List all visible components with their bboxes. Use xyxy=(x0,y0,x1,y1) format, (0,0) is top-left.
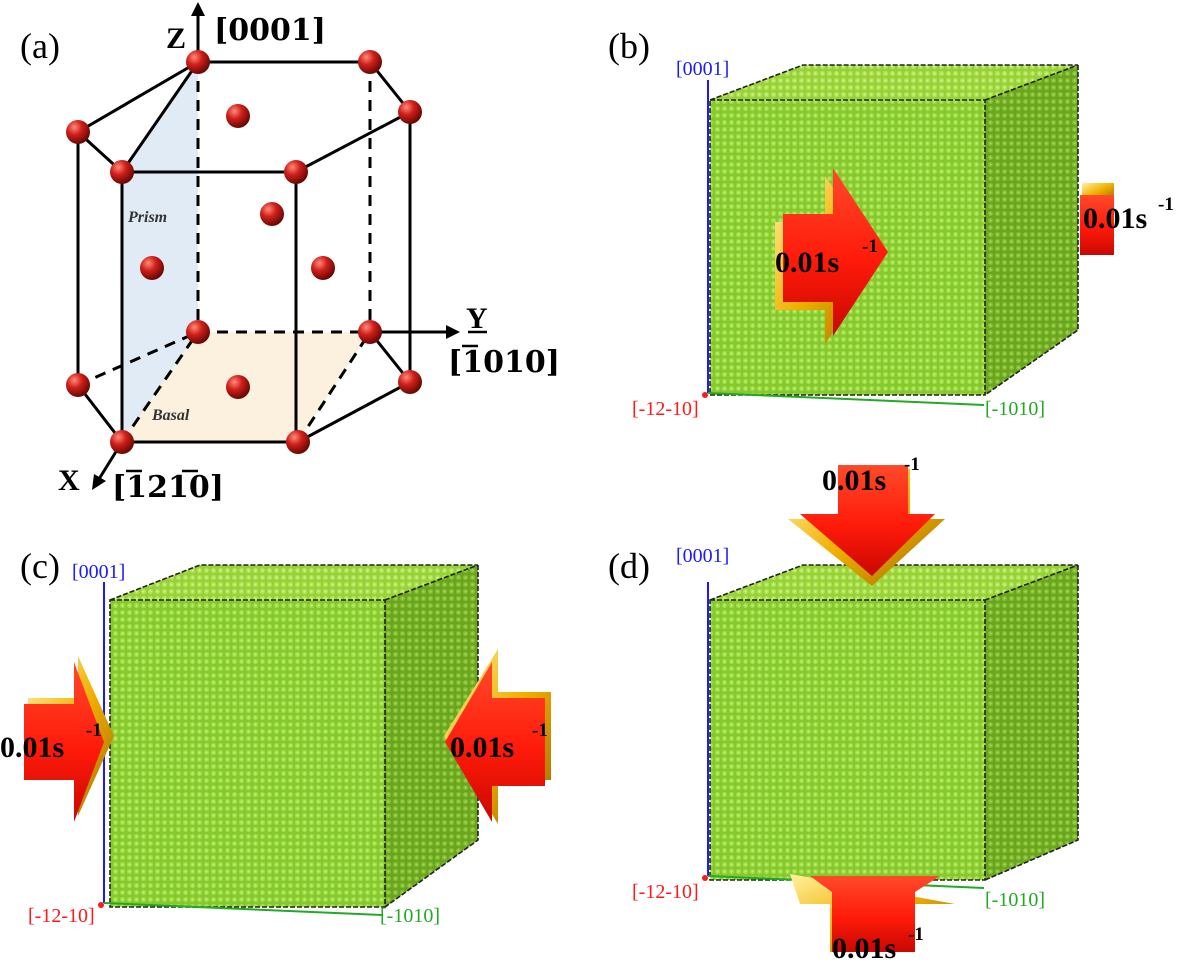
atom xyxy=(260,202,284,226)
atom xyxy=(186,50,210,74)
strain-arrow-right-c xyxy=(444,649,551,824)
panel-label-c: (c) xyxy=(20,546,60,586)
cube-side-face xyxy=(985,565,1078,880)
strain-arrow-right-b xyxy=(1080,183,1114,255)
panel-d-simulation-box: [0001] [-12-10] [-1010] 0.01s -1 0.01s -… xyxy=(632,454,1079,965)
z-axis-label: Z xyxy=(166,22,186,55)
atom xyxy=(358,320,382,344)
panel-c-simulation-box: [0001] [-12-10] [-1010] 0.01s -1 0.01s -… xyxy=(0,561,551,927)
dir-label-12-10: [-12-10] xyxy=(632,398,699,420)
strain-rate-c1-exp: -1 xyxy=(86,720,102,741)
strain-arrow-left-b xyxy=(775,168,888,344)
strain-rate-c2-exp: -1 xyxy=(532,720,548,741)
atom xyxy=(358,50,382,74)
panel-label-a: (a) xyxy=(20,26,60,66)
atom xyxy=(66,120,90,144)
x-axis-arrowhead xyxy=(92,474,106,490)
dir-label-0001: [0001] xyxy=(676,58,729,80)
strain-rate-d2: 0.01s xyxy=(832,932,896,965)
cube-side-face xyxy=(385,565,478,907)
strain-rate-b2: 0.01s xyxy=(1083,202,1147,235)
hcp-unit-cell: Prism Basal Z [0001] Y [1010] X [1210] xyxy=(58,2,560,505)
dir-label-1010: [-1010] xyxy=(985,889,1045,911)
x-direction-label: [1210] xyxy=(112,470,224,505)
y-axis-label: Y xyxy=(466,302,488,335)
cube-front-face xyxy=(110,600,385,907)
atom xyxy=(110,430,134,454)
prism-label: Prism xyxy=(127,209,167,226)
atom xyxy=(140,256,164,280)
x-axis-label: X xyxy=(58,464,80,497)
strain-rate-b2-exp: -1 xyxy=(1158,194,1174,215)
y-direction-label: [1010] xyxy=(448,345,560,380)
dir-label-1010: [-1010] xyxy=(985,398,1045,420)
y-axis-arrowhead xyxy=(446,325,460,339)
strain-rate-d1: 0.01s xyxy=(822,464,886,497)
strain-rate-c2: 0.01s xyxy=(450,731,514,764)
atom xyxy=(286,430,310,454)
dir-label-12-10: [-12-10] xyxy=(632,881,699,903)
panel-label-d: (d) xyxy=(608,546,650,586)
atom xyxy=(398,100,422,124)
atom xyxy=(186,320,210,344)
strain-rate-b1-exp: -1 xyxy=(862,236,878,257)
prism-plane xyxy=(122,62,198,442)
panel-b-simulation-box: [0001] [-12-10] [-1010] 0.01s -1 0.01s -… xyxy=(632,58,1174,420)
strain-arrow-left-c xyxy=(24,656,114,822)
strain-rate-d2-exp: -1 xyxy=(908,924,924,945)
strain-arrow-bottom-d xyxy=(790,874,955,952)
cube-top-face xyxy=(710,65,1078,100)
z-direction-label: [0001] xyxy=(214,13,326,48)
atom xyxy=(398,370,422,394)
atom xyxy=(284,160,308,184)
cube-top-face xyxy=(110,565,478,600)
atom xyxy=(226,375,250,399)
axis-1010 xyxy=(707,392,985,406)
panel-label-b: (b) xyxy=(608,26,650,66)
dir-label-12-10: [-12-10] xyxy=(28,905,95,927)
cube-front-face xyxy=(710,600,985,880)
atom xyxy=(66,373,90,397)
atoms xyxy=(66,50,422,454)
atom xyxy=(226,104,250,128)
dir-label-0001: [0001] xyxy=(676,545,729,567)
strain-rate-d1-exp: -1 xyxy=(904,454,920,475)
strain-rate-c1: 0.01s xyxy=(0,731,64,764)
dir-label-1010: [-1010] xyxy=(380,905,440,927)
axis-1010 xyxy=(103,902,384,916)
dir-label-0001: [0001] xyxy=(72,561,125,583)
z-axis-arrowhead xyxy=(191,2,205,16)
cube-top-face xyxy=(710,565,1078,600)
strain-arrow-top-d xyxy=(788,465,945,586)
strain-rate-b1: 0.01s xyxy=(775,246,839,279)
atom xyxy=(311,256,335,280)
basal-label: Basal xyxy=(151,407,190,424)
cube-side-face xyxy=(985,65,1078,395)
cell-hidden-edges xyxy=(77,62,372,443)
atom xyxy=(110,160,134,184)
